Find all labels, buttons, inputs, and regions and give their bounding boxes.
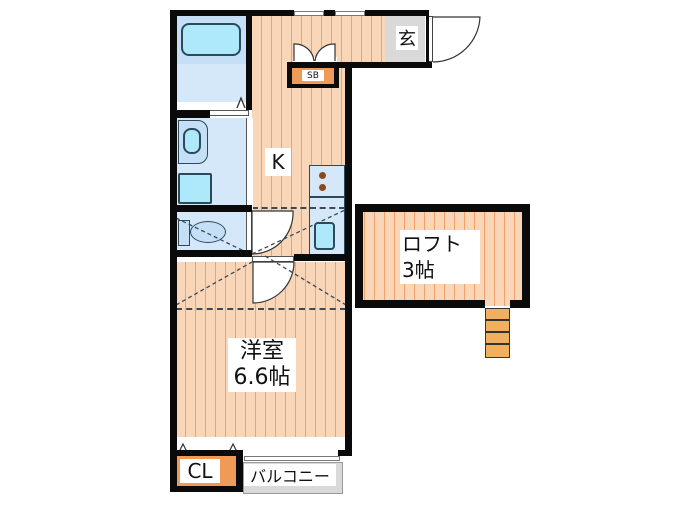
loft-wall-bottom-right — [510, 300, 530, 308]
wall-wash-bottom — [170, 205, 252, 212]
entrance-label: 玄 — [396, 26, 418, 50]
toilet-tank-icon — [178, 220, 190, 246]
wall-entrance-right — [426, 10, 429, 68]
wall-room-bottom-right — [338, 450, 352, 456]
western-room-size: 6.6帖 — [233, 365, 291, 390]
loft-wall-left — [355, 204, 363, 308]
door-marker-icon — [236, 96, 246, 109]
bathtub-icon — [181, 23, 241, 56]
loft-ladder[interactable] — [485, 308, 510, 358]
entrance-door-swing-icon — [432, 16, 481, 63]
wall-closet-right — [236, 450, 243, 492]
washing-machine-icon — [178, 173, 212, 204]
toilet-door-swing-icon — [251, 210, 294, 255]
loft-label: ロフト 3帖 — [400, 230, 480, 284]
stove[interactable] — [309, 165, 345, 197]
wall-wash-right — [246, 118, 253, 210]
window-top-right — [335, 11, 365, 16]
loft-wall-right — [522, 204, 530, 308]
loft-floor[interactable] — [355, 206, 527, 306]
ceiling-line — [252, 207, 345, 209]
ladder-rung — [486, 319, 509, 321]
closet-door-marker-icon — [178, 442, 188, 453]
shoe-box-label: SB — [302, 70, 324, 81]
western-room-name: 洋室 — [239, 339, 284, 364]
ceiling-line — [176, 308, 346, 310]
closet-doors — [176, 442, 240, 451]
wall-bath-right — [246, 10, 252, 110]
loft-size: 3帖 — [402, 258, 435, 282]
ladder-rung — [486, 331, 509, 333]
wall-room-bottom — [170, 450, 242, 456]
loft-name: ロフト — [402, 232, 462, 256]
loft-wall-bottom-left — [355, 300, 485, 308]
wall-toilet-bottom — [170, 250, 252, 257]
wall-top-right — [365, 10, 428, 16]
burner-icon — [319, 172, 326, 179]
ladder-rung — [486, 343, 509, 345]
balcony-window — [244, 456, 340, 461]
burner-icon — [319, 184, 326, 191]
wall-entrance-bottom — [339, 62, 432, 68]
room-door-swing-icon — [252, 261, 295, 304]
balcony-label: バルコニー — [244, 464, 336, 486]
closet-label: CL — [180, 459, 220, 483]
wall-bottom — [170, 486, 243, 492]
shoe-box-doors-icon — [293, 43, 337, 62]
wall-top — [170, 10, 294, 16]
kitchen-label: K — [265, 148, 291, 176]
western-room-label: 洋室 6.6帖 — [228, 338, 296, 392]
window-top-left — [294, 11, 324, 16]
sink-icon — [183, 128, 201, 154]
wall-bath-bottom — [170, 110, 210, 118]
loft-wall-top — [355, 204, 530, 212]
kitchen-sink-icon — [314, 222, 335, 250]
wall-top-mid — [324, 10, 335, 16]
wall-kitchen-bottom — [294, 254, 352, 261]
closet-door-marker-icon — [228, 442, 238, 453]
